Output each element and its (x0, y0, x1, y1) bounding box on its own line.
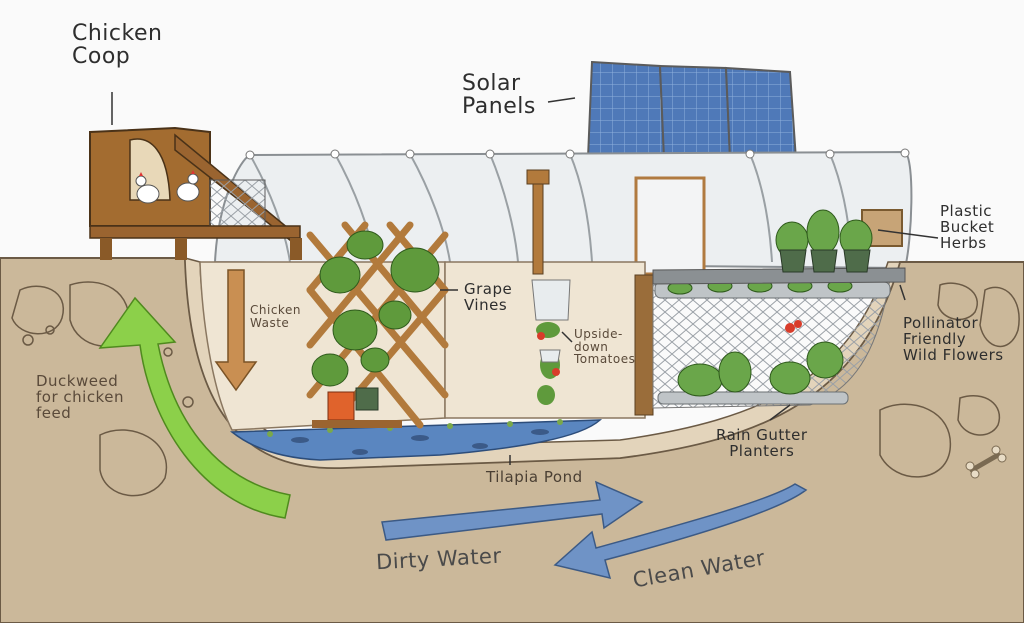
label-tilapia-pond: Tilapia Pond (486, 468, 583, 486)
solar-panels (586, 60, 798, 162)
greenhouse-door (634, 176, 706, 276)
duckweed-floating (267, 419, 563, 437)
chicken-waste-arrow (214, 269, 258, 392)
greenhouse (213, 148, 913, 276)
duckweed-arrow (98, 296, 291, 519)
rain-gutter-planters (652, 267, 906, 409)
label-duckweed: Duckweed for chicken feed (36, 372, 124, 422)
upside-down-tomato-planters (526, 169, 571, 405)
label-plastic-bucket-herbs: Plastic Bucket Herbs (940, 202, 995, 252)
label-rain-gutter-planters: Rain Gutter Planters (716, 426, 808, 460)
soil-rocks (11, 281, 1020, 497)
fish (291, 429, 549, 455)
label-chicken-waste: Chicken Waste (250, 303, 301, 330)
clean-water-arrow (553, 483, 808, 580)
dirty-water-arrow (381, 480, 644, 541)
grape-trellis (306, 221, 449, 429)
herb-buckets (775, 209, 873, 273)
label-grape-vines: Grape Vines (464, 280, 513, 314)
label-upside-down-tomatoes: Upside- down Tomatoes (574, 327, 636, 367)
bone-icon (965, 445, 1007, 479)
label-pollinator-flowers: Pollinator Friendly Wild Flowers (903, 314, 1004, 364)
label-solar-panels: Solar Panels (462, 71, 536, 120)
label-chicken-coop: Chicken Coop (72, 21, 163, 70)
chicken-coop (89, 126, 302, 260)
leader-lines (111, 92, 939, 465)
